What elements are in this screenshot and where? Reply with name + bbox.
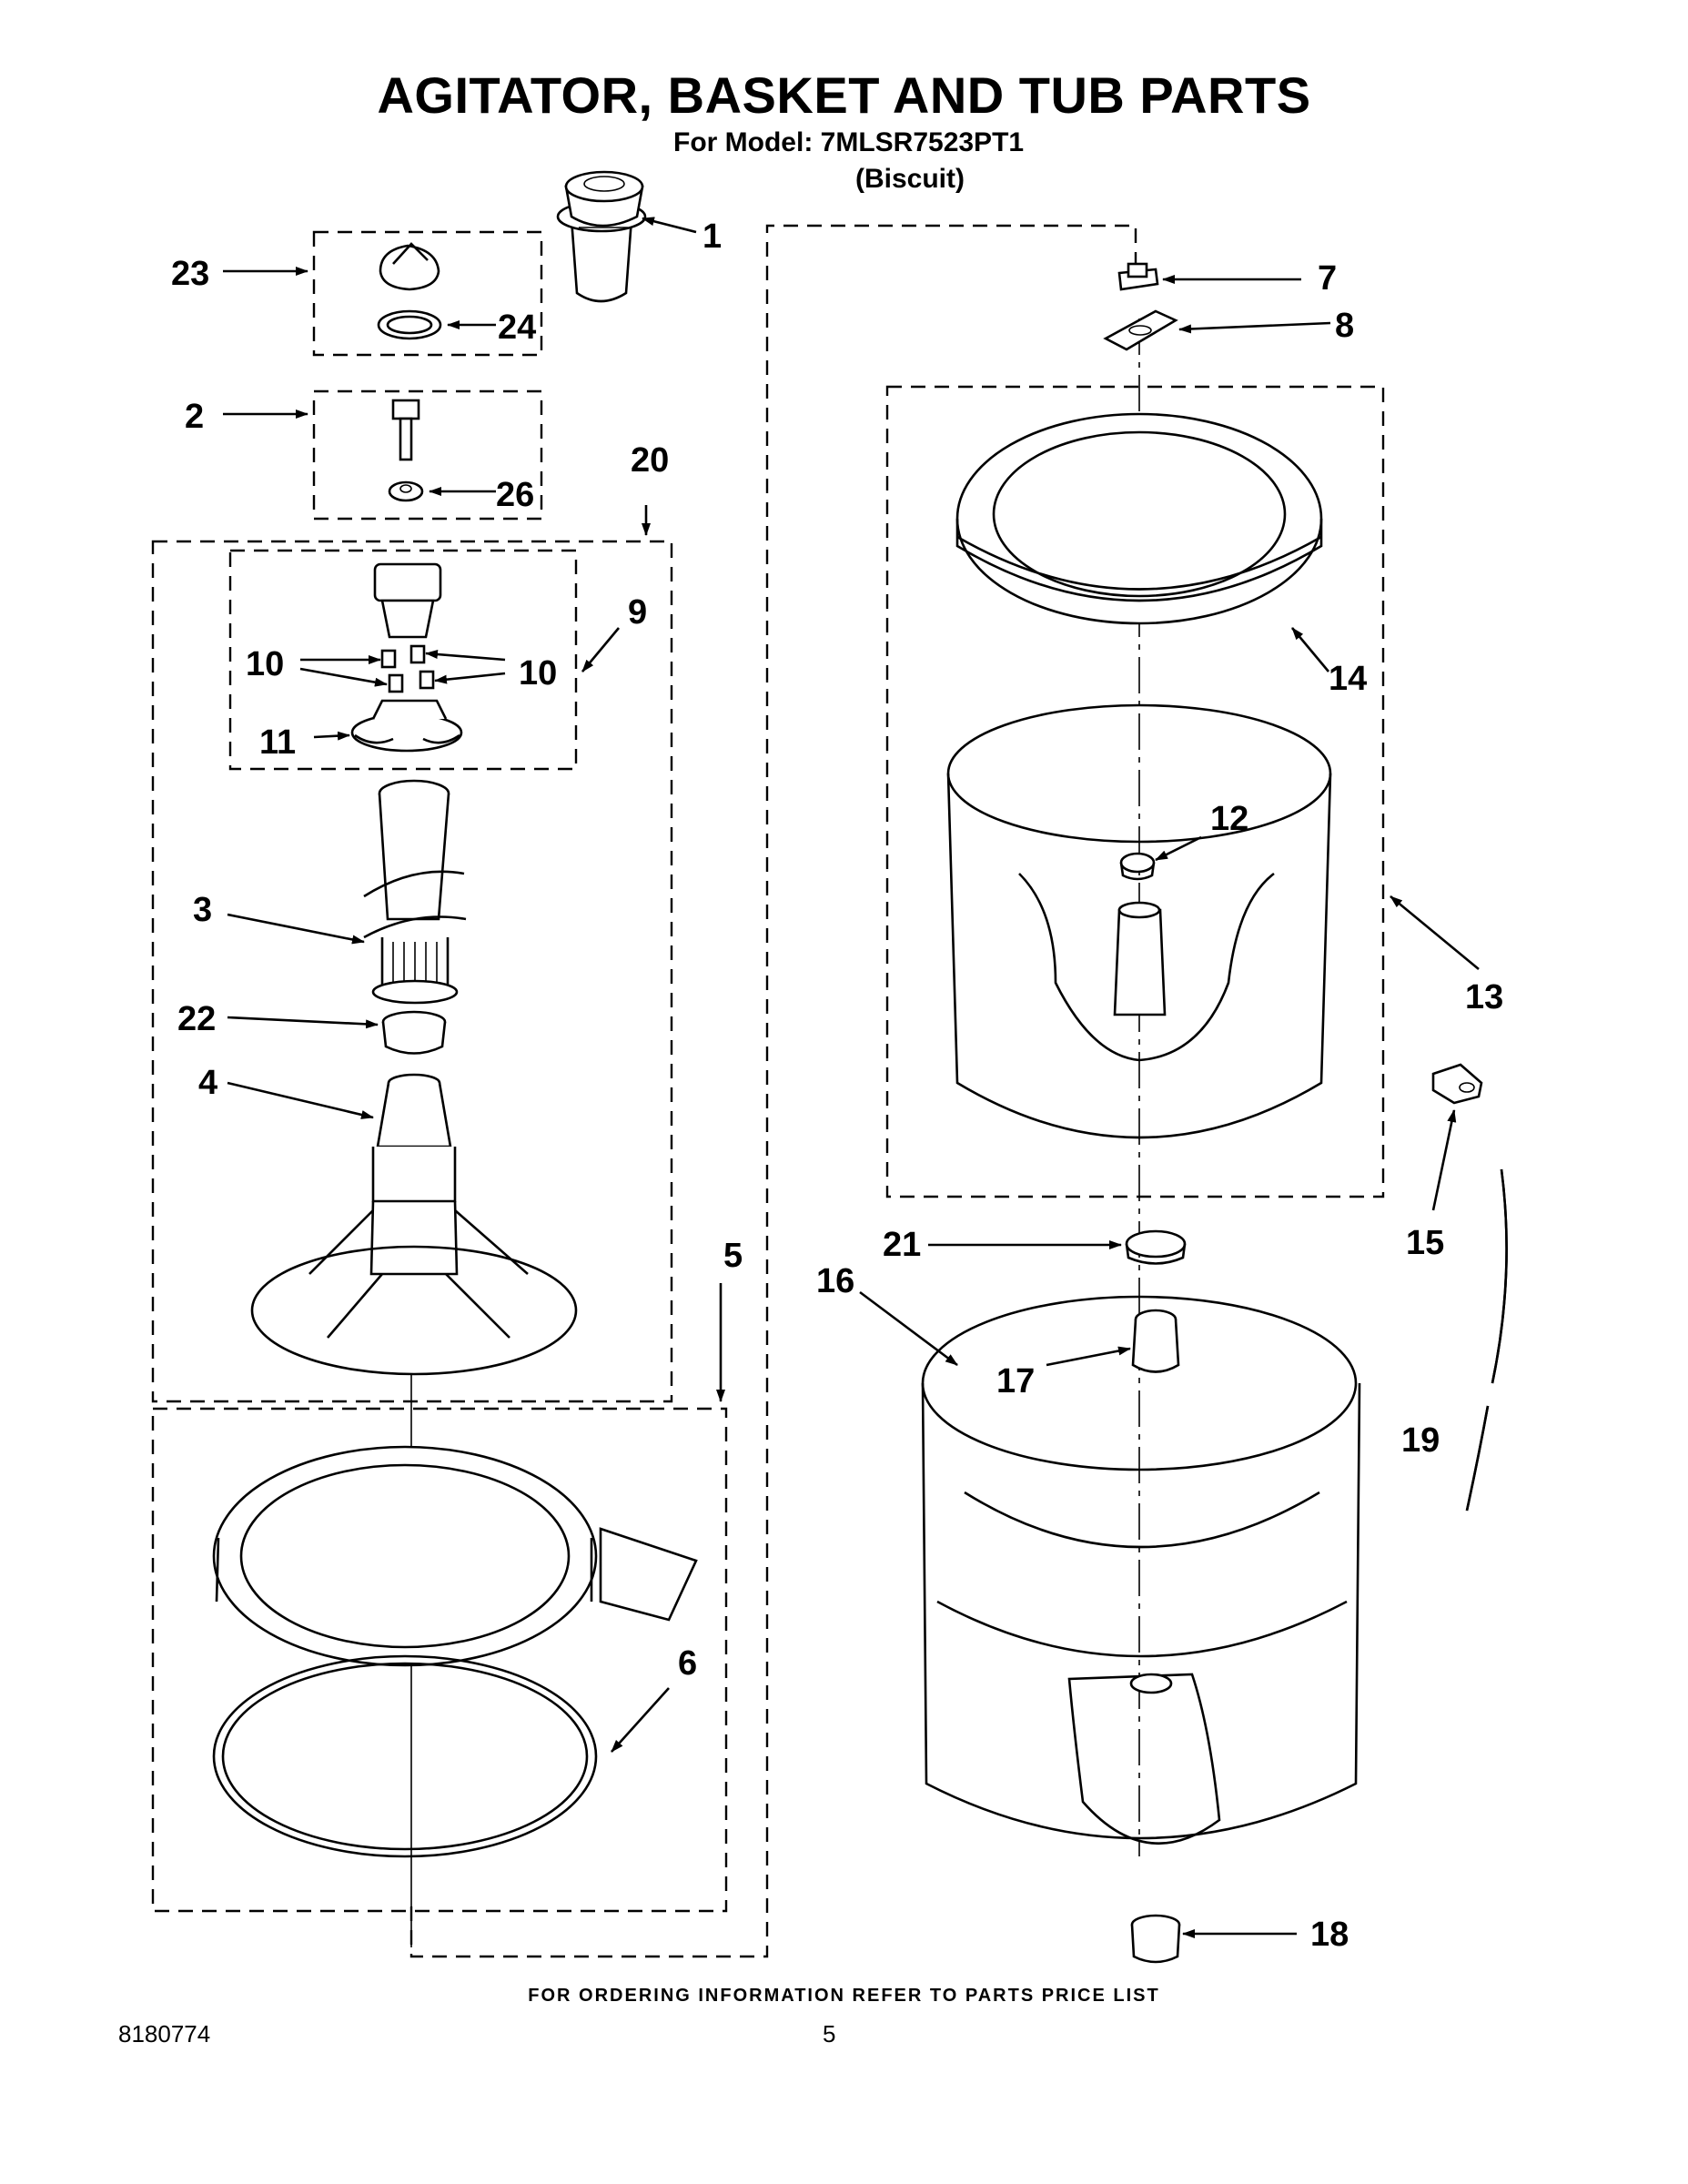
- callout-24: 24: [498, 308, 536, 347]
- callout-16: 16: [816, 1262, 854, 1300]
- part-16-outer-tub: [921, 1295, 1361, 1845]
- callout-1: 1: [702, 217, 722, 256]
- page-title: AGITATOR, BASKET AND TUB PARTS: [377, 66, 1311, 124]
- callout-3: 3: [193, 891, 212, 929]
- part-21-clamp: [1125, 1229, 1187, 1265]
- part-26-washer: [388, 480, 424, 502]
- callout-14: 14: [1329, 660, 1367, 698]
- part-23-cap: [379, 242, 440, 291]
- group-box-5: [151, 1407, 728, 1913]
- part-1-agitator-cap: [556, 170, 647, 303]
- part-12-basket-nut: [1119, 852, 1156, 881]
- part-17-tub-seal: [1131, 1309, 1180, 1373]
- callout-12: 12: [1210, 800, 1248, 838]
- callout-11: 11: [259, 723, 296, 762]
- part-5-tub-ring: [212, 1445, 698, 1667]
- part-13-spin-basket: [946, 703, 1332, 1139]
- part-19-hose: [1465, 1168, 1508, 1512]
- callout-23: 23: [171, 255, 209, 293]
- leader-lines: [223, 217, 1480, 1938]
- callout-17: 17: [996, 1362, 1035, 1400]
- part-24-seal: [377, 309, 442, 340]
- page-number: 5: [823, 2020, 836, 2048]
- ordering-note: FOR ORDERING INFORMATION REFER TO PARTS …: [528, 1986, 1160, 2006]
- group-box-2: [312, 389, 543, 521]
- part-3-auger: [363, 779, 467, 1005]
- callout-8: 8: [1335, 307, 1354, 345]
- part-11-dog-ring: [350, 699, 463, 753]
- callout-9: 9: [628, 593, 647, 632]
- part-2-bolt: [391, 399, 420, 461]
- part-7-nut: [1117, 262, 1159, 291]
- part-15-clip: [1431, 1063, 1483, 1105]
- callout-7: 7: [1318, 259, 1337, 298]
- assembly-connector-line: [409, 224, 1137, 1958]
- document-number: 8180774: [118, 2020, 211, 2048]
- callout-20: 20: [631, 441, 669, 480]
- part-9-agitator-cam: [373, 562, 442, 639]
- callout-4: 4: [198, 1064, 217, 1102]
- part-4-agitator-base: [250, 1073, 578, 1376]
- part-18-plug: [1130, 1914, 1181, 1964]
- callout-15: 15: [1406, 1224, 1444, 1262]
- callout-6: 6: [678, 1644, 697, 1683]
- callout-13: 13: [1465, 978, 1503, 1016]
- part-6-tub-gasket: [212, 1654, 598, 1858]
- group-box-13: [885, 385, 1385, 1198]
- callout-22: 22: [177, 1000, 216, 1038]
- part-8-hub: [1103, 309, 1178, 351]
- callout-26: 26: [496, 476, 534, 514]
- callout-10-right: 10: [519, 654, 557, 693]
- callout-5: 5: [723, 1237, 743, 1275]
- group-box-23: [312, 230, 543, 357]
- callout-10-left: 10: [246, 645, 284, 683]
- model-line: For Model: 7MLSR7523PT1: [673, 127, 1025, 157]
- callout-19: 19: [1401, 1421, 1440, 1460]
- part-14-balance-ring: [955, 412, 1323, 625]
- group-box-9: [228, 549, 578, 771]
- callout-18: 18: [1310, 1916, 1349, 1954]
- callout-2: 2: [185, 398, 204, 436]
- model-variant: (Biscuit): [855, 164, 965, 194]
- group-box-20: [151, 540, 673, 1403]
- part-10-agitator-dogs: [380, 644, 435, 693]
- part-22-bearing: [381, 1010, 447, 1055]
- callout-21: 21: [883, 1226, 921, 1264]
